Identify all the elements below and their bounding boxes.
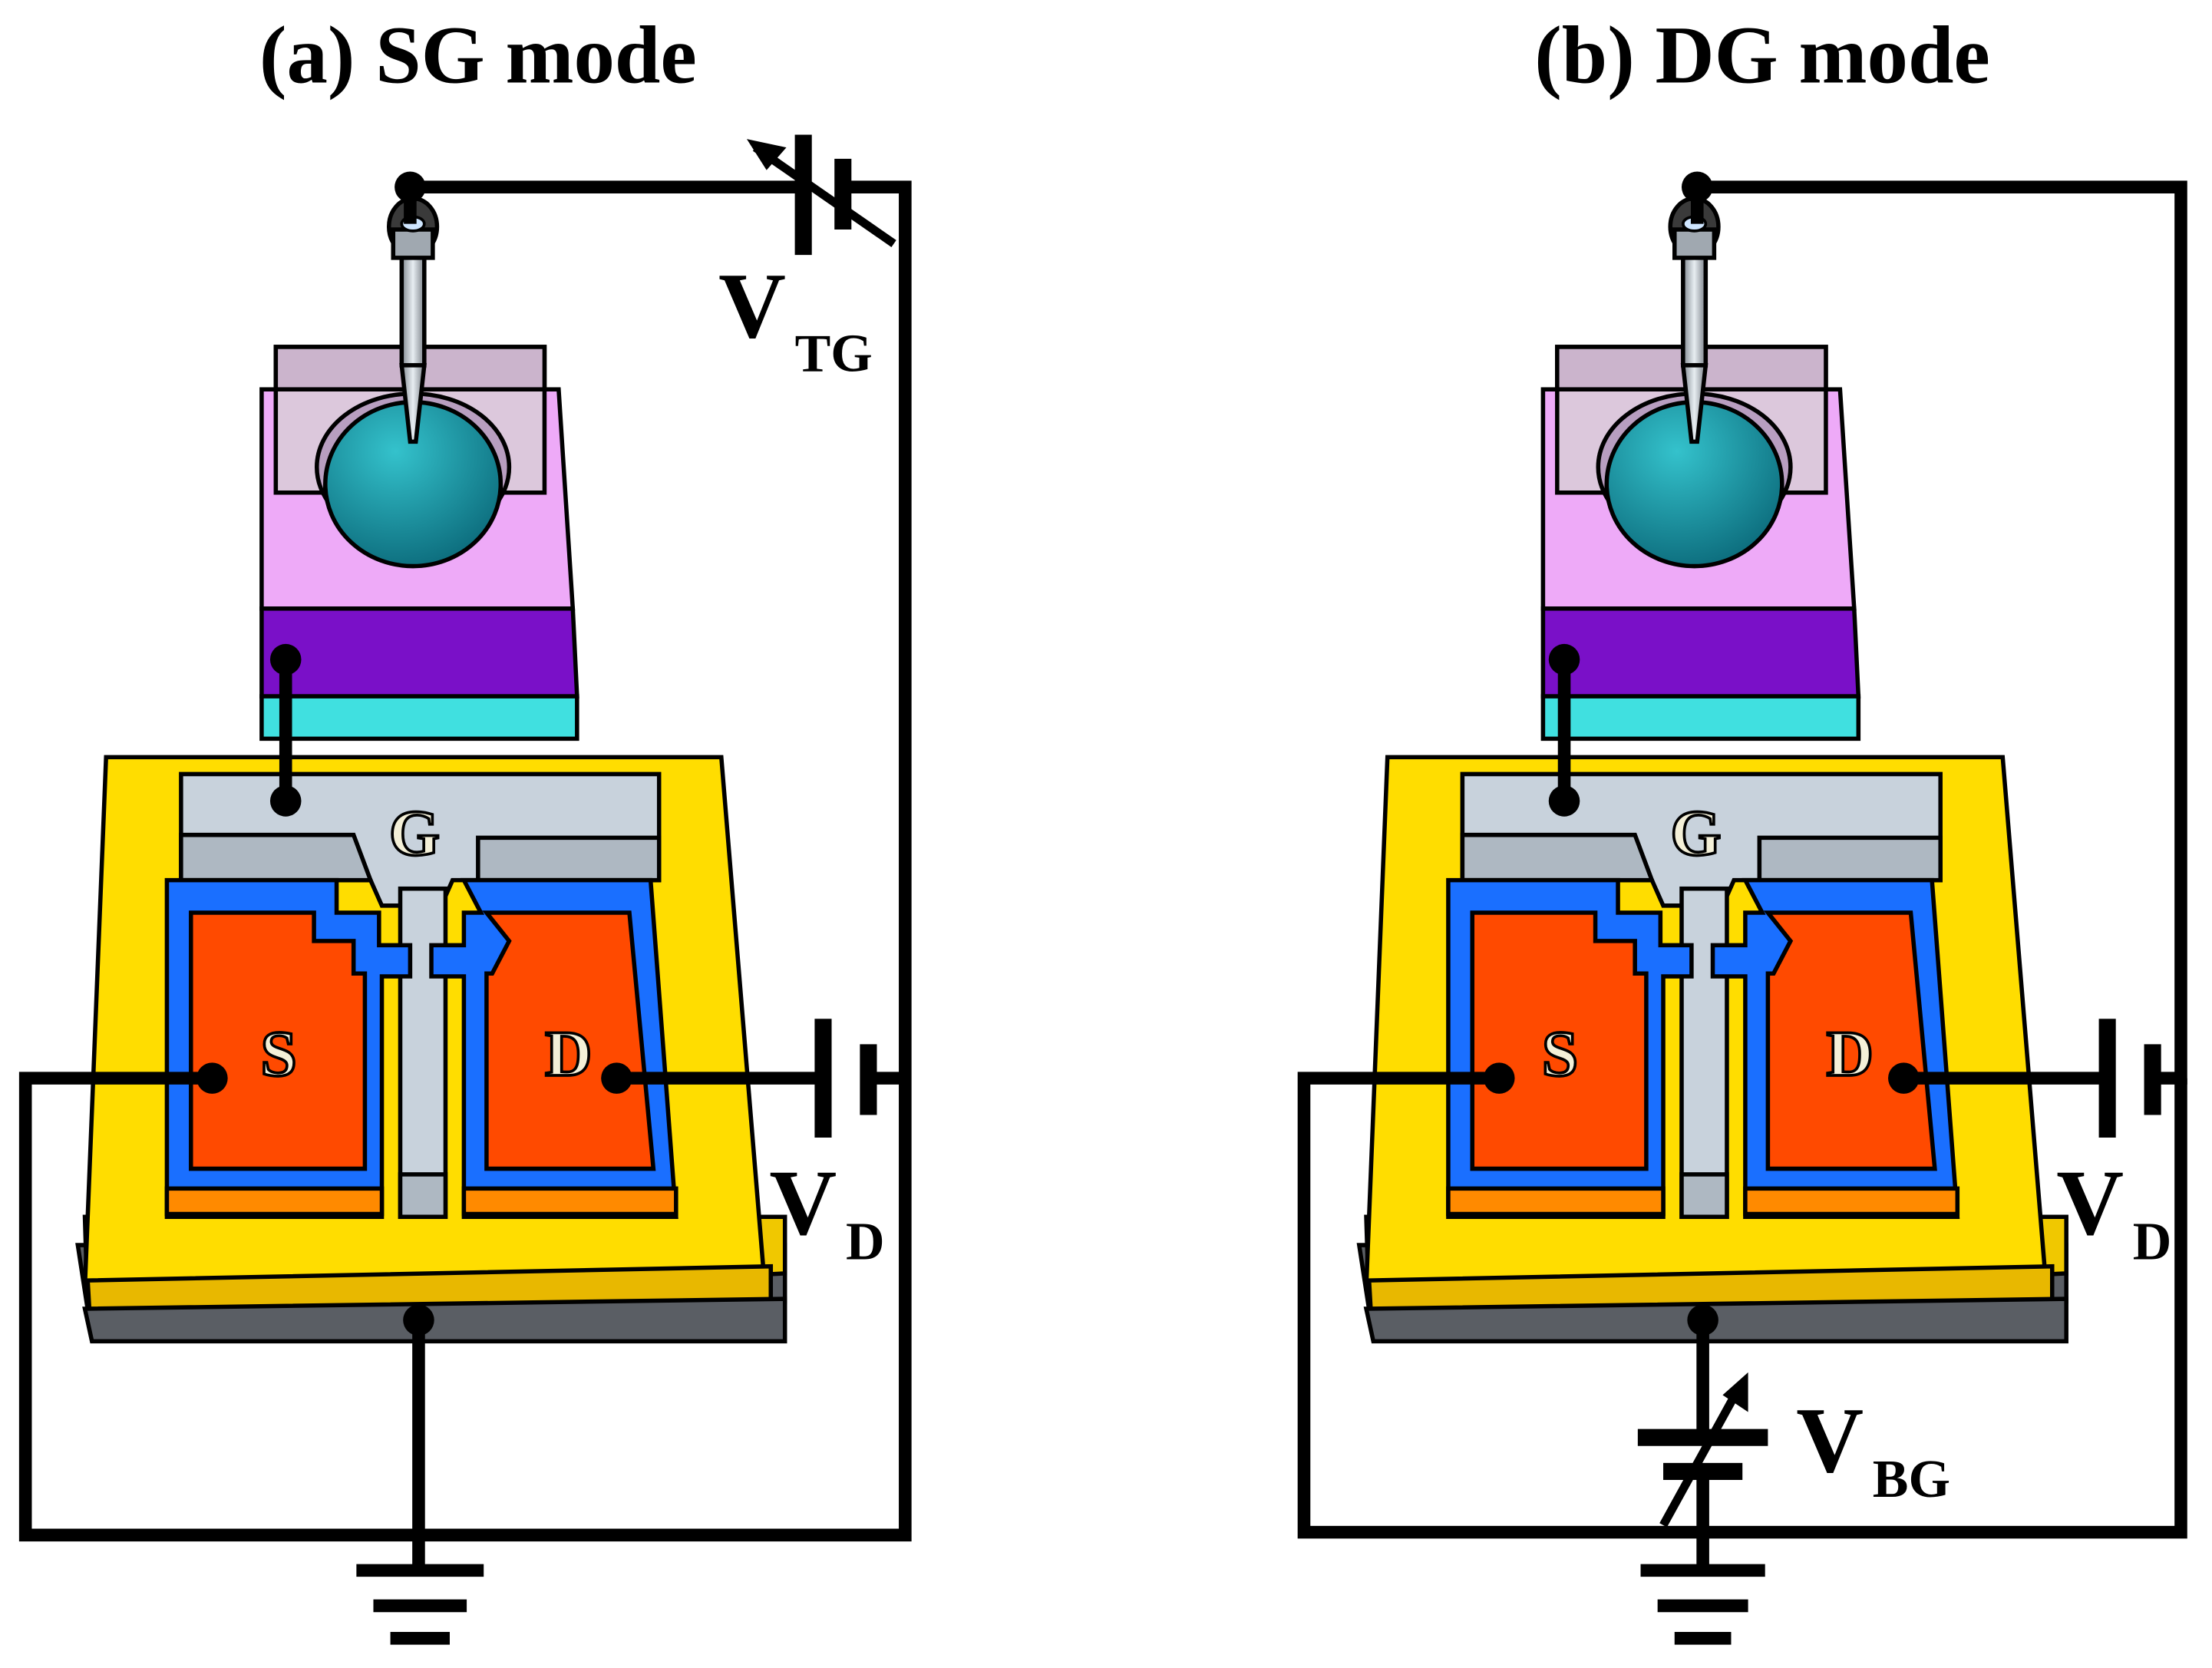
panel-a: (a) SG mode V TG V D [18,10,912,1645]
node-back-b [1687,1304,1718,1336]
device-a-illustration [78,198,784,1341]
source-a-label: S [260,1018,296,1090]
battery-icon [2098,1019,2161,1138]
node-membrane-a [269,643,302,675]
drain-b-label: D [1827,1018,1874,1090]
node-source-a [196,1062,228,1094]
wire-loop-a [18,180,912,1542]
ground-icon [356,1564,484,1645]
node-gate-b [1548,785,1580,817]
node-probe-a [395,171,426,203]
node-membrane-b [1548,643,1580,675]
ground-icon [1640,1564,1765,1645]
node-source-b [1484,1062,1515,1094]
wire-top-b [1697,180,2187,1085]
node-probe-b [1681,171,1713,203]
gate-b-label: G [1670,797,1721,869]
vd-a-label-sub: D [846,1212,885,1271]
variable-battery-icon [1637,1372,1768,1528]
vtg-label-main: V [718,255,786,358]
wire-loop-b [1297,1072,2187,1539]
vd-a-label-main: V [769,1151,837,1254]
variable-battery-icon [746,134,896,256]
vbg-label-main: V [1796,1389,1864,1492]
panel-b: (b) DG mode V D V BG [1297,10,2187,1645]
gate-a-label: G [389,797,440,869]
node-gate-a [269,785,302,817]
vtg-label-sub: TG [795,324,873,383]
drain-a-label: D [545,1018,592,1090]
vd-b-label-main: V [2056,1151,2124,1254]
source-b-label: S [1542,1018,1578,1090]
panel-a-title: (a) SG mode [259,10,697,101]
vd-b-label-sub: D [2133,1212,2172,1271]
node-back-a [403,1304,434,1336]
node-drain-b [1888,1062,1920,1094]
node-drain-a [601,1062,632,1094]
vbg-label-sub: BG [1873,1450,1950,1509]
battery-icon [814,1019,877,1138]
panel-b-title: (b) DG mode [1534,10,1990,101]
device-b-illustration [1359,198,2066,1341]
